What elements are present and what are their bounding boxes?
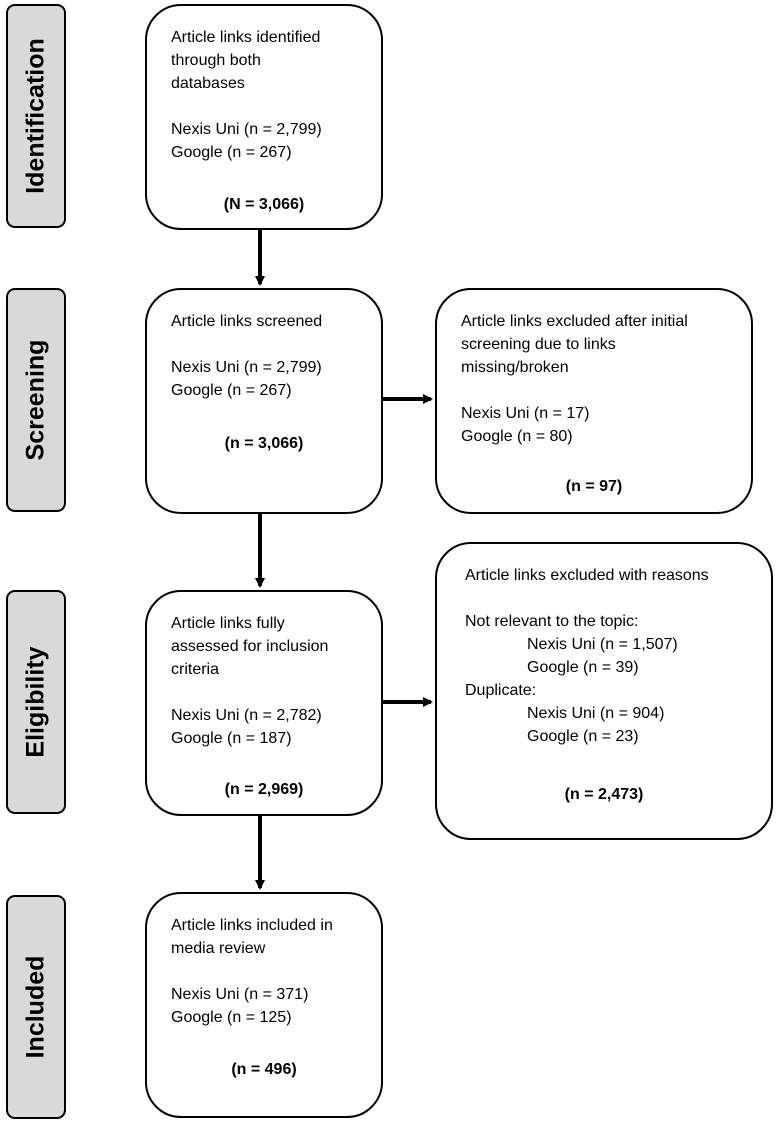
stage-included: Included xyxy=(6,895,66,1119)
duplicate-nexis: Nexis Uni (n = 904) xyxy=(527,705,665,722)
excluded-initial-total: (n = 97) xyxy=(565,478,623,495)
included-total: (n = 496) xyxy=(231,1061,297,1078)
screened-google: Google (n = 267) xyxy=(171,382,292,399)
screened-title-1: Article links screened xyxy=(171,313,323,330)
screened-total: (n = 3,066) xyxy=(224,435,304,452)
excluded-reasons-box: Article links excluded with reasons Not … xyxy=(435,542,773,840)
included-title-2: media review xyxy=(171,940,266,957)
excluded-initial-google: Google (n = 80) xyxy=(461,428,573,445)
included-nexis: Nexis Uni (n = 371) xyxy=(171,986,309,1003)
excluded-reasons-total: (n = 2,473) xyxy=(564,786,644,803)
identified-total: (N = 3,066) xyxy=(223,196,305,213)
identified-box: Article links identified through both da… xyxy=(145,4,383,230)
assessed-title-2: assessed for inclusion xyxy=(171,638,329,655)
excluded-initial-title-1: Article links excluded after initial xyxy=(461,313,688,330)
assessed-nexis: Nexis Uni (n = 2,782) xyxy=(171,707,322,724)
not-relevant-google: Google (n = 39) xyxy=(527,659,639,676)
identified-nexis: Nexis Uni (n = 2,799) xyxy=(171,121,322,138)
duplicate-label: Duplicate: xyxy=(465,682,537,699)
assessed-google: Google (n = 187) xyxy=(171,730,292,747)
identified-title-3: databases xyxy=(171,75,245,92)
duplicate-google: Google (n = 23) xyxy=(527,728,639,745)
included-box: Article links included in media review N… xyxy=(145,892,383,1118)
identified-google: Google (n = 267) xyxy=(171,144,292,161)
not-relevant-nexis: Nexis Uni (n = 1,507) xyxy=(527,636,678,653)
excluded-initial-box: Article links excluded after initial scr… xyxy=(435,288,753,514)
screened-box: Article links screened Nexis Uni (n = 2,… xyxy=(145,288,383,514)
screened-nexis: Nexis Uni (n = 2,799) xyxy=(171,359,322,376)
included-google: Google (n = 125) xyxy=(171,1009,292,1026)
excluded-initial-title-3: missing/broken xyxy=(461,359,569,376)
not-relevant-label: Not relevant to the topic: xyxy=(465,613,639,630)
excluded-reasons-title: Article links excluded with reasons xyxy=(465,567,709,584)
stage-identification: Identification xyxy=(6,4,66,228)
excluded-initial-nexis: Nexis Uni (n = 17) xyxy=(461,405,590,422)
excluded-initial-title-2: screening due to links xyxy=(461,336,616,353)
stage-eligibility: Eligibility xyxy=(6,590,66,814)
assessed-title-3: criteria xyxy=(171,661,220,678)
assessed-box: Article links fully assessed for inclusi… xyxy=(145,590,383,816)
assessed-total: (n = 2,969) xyxy=(224,781,304,798)
identified-title-2: through both xyxy=(171,52,261,69)
stage-screening: Screening xyxy=(6,288,66,512)
identified-title-1: Article links identified xyxy=(171,29,321,46)
assessed-title-1: Article links fully xyxy=(171,615,285,632)
included-title-1: Article links included in xyxy=(171,917,333,934)
